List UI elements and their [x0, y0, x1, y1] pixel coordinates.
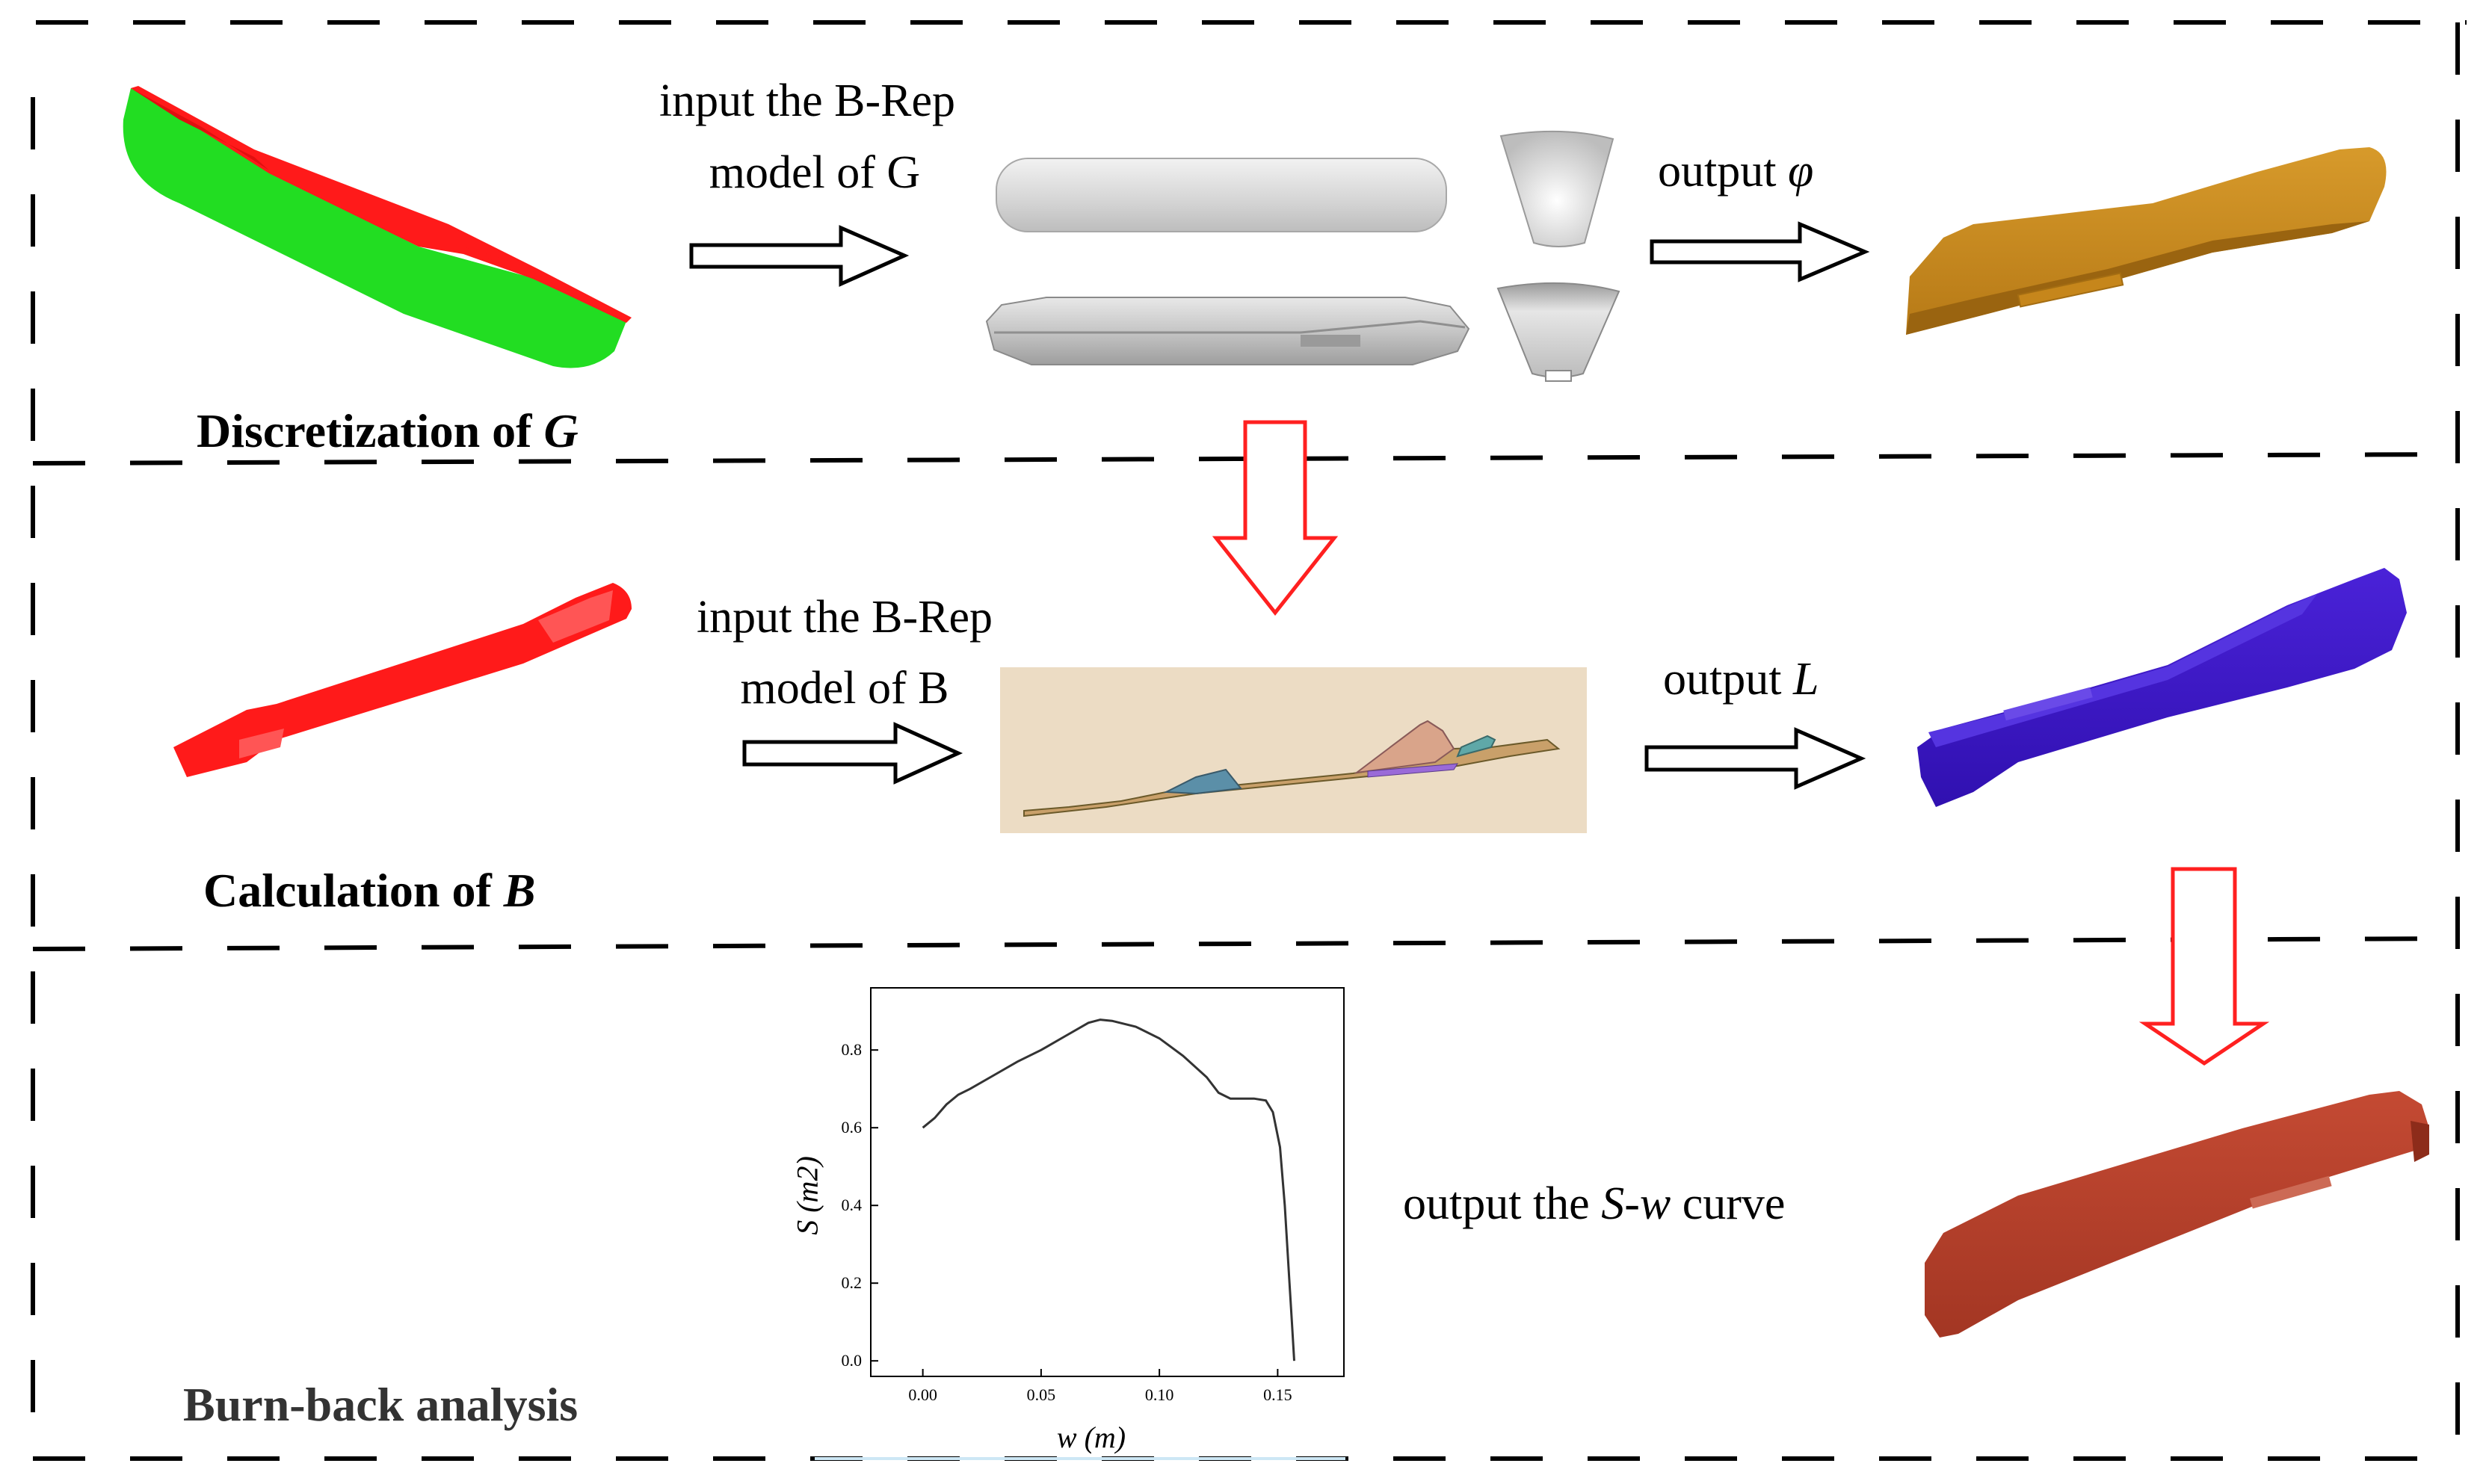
sector-top — [1499, 130, 1614, 247]
label-output-phi: output φ — [1658, 148, 1813, 194]
gray-models-g — [985, 130, 1620, 382]
label-output-sw: output the S-w curve — [1403, 1181, 1785, 1227]
chart-frame — [870, 987, 1345, 1377]
mesh-strip-purple — [1367, 763, 1458, 778]
output-phi-var: φ — [1787, 146, 1814, 197]
grain-s-end — [2411, 1121, 2429, 1162]
title-calculation-prefix: Calculation of — [203, 864, 504, 917]
label-input-g-line2: model of G — [709, 147, 921, 198]
grain-b-highlight — [538, 590, 613, 643]
grain-phi-model — [1906, 147, 2387, 335]
sector-bottom-notch — [1545, 370, 1572, 382]
y-tick-label: 0.2 — [841, 1273, 863, 1293]
output-sw-dash: - — [1624, 1178, 1640, 1229]
x-tick-label: 0.10 — [1144, 1385, 1174, 1404]
output-phi-prefix: output — [1658, 146, 1788, 197]
gray-bottom-model — [985, 297, 1470, 365]
gray-top-model — [996, 158, 1447, 232]
title-discretization-prefix: Discretization of — [197, 404, 544, 457]
mesh-strip-blue — [1163, 768, 1242, 795]
section-title-discretization: Discretization of G — [197, 407, 579, 455]
mesh-peak — [1354, 720, 1455, 774]
y-tick-label: 0.4 — [841, 1196, 863, 1215]
output-sw-suffix: curve — [1671, 1178, 1786, 1229]
grain-b-model — [173, 583, 632, 777]
grain-g-red-band — [131, 88, 269, 170]
grain-g-green-body — [123, 88, 626, 368]
title-calculation-var: B — [503, 864, 536, 917]
grain-b-body — [173, 583, 632, 777]
chart-ylabel: S (m2) — [790, 1156, 824, 1235]
grain-g-model — [123, 86, 632, 368]
label-output-l: output L — [1663, 656, 1819, 702]
output-sw-w: w — [1639, 1178, 1671, 1229]
grain-phi-slot — [2017, 272, 2124, 308]
divider-2 — [32, 936, 2460, 951]
y-tick-label: 0.8 — [841, 1040, 863, 1060]
chart-xlabel: w (m) — [1056, 1420, 1126, 1454]
label-input-b-line2: model of B — [740, 663, 949, 714]
sector-bottom — [1496, 282, 1620, 378]
mesh-strip-teal — [1456, 735, 1496, 758]
red-arrow-2 — [2138, 867, 2270, 1066]
section-title-calculation: Calculation of B — [203, 867, 535, 915]
grain-s-model — [1925, 1091, 2429, 1338]
sw-chart — [815, 987, 1345, 1460]
arrow-input-g — [689, 225, 910, 287]
output-sw-s: S — [1601, 1178, 1625, 1229]
arrow-output-phi — [1650, 221, 1870, 282]
y-tick-label: 0.0 — [841, 1351, 863, 1370]
output-sw-prefix: output the — [1403, 1178, 1602, 1229]
y-tick-label: 0.6 — [841, 1118, 863, 1137]
chart-ticks — [871, 1049, 1279, 1376]
grain-s-slot — [2250, 1175, 2332, 1209]
grain-phi-shadow — [1906, 221, 2369, 335]
x-tick-label: 0.00 — [908, 1385, 937, 1404]
label-input-b-line1: input the B-Rep — [696, 592, 993, 643]
output-l-prefix: output — [1663, 654, 1793, 705]
section-title-burnback: Burn-back analysis — [183, 1378, 579, 1431]
arrow-output-l — [1644, 727, 1866, 790]
grain-b-highlight-2 — [239, 729, 284, 758]
grain-l-model — [1917, 568, 2407, 807]
chart-series-line — [922, 1018, 1295, 1361]
gray-bottom-slot — [1301, 335, 1360, 347]
x-tick-label: 0.15 — [1263, 1385, 1292, 1404]
title-discretization-var: G — [543, 404, 579, 457]
x-tick-label: 0.05 — [1026, 1385, 1056, 1404]
gray-bottom-detail — [994, 320, 1466, 334]
mesh-panel — [1000, 667, 1587, 833]
grain-l-slot — [2003, 687, 2093, 721]
grain-l-body — [1917, 568, 2407, 807]
arrow-input-b — [742, 722, 963, 785]
label-input-g-line1: input the B-Rep — [659, 75, 956, 126]
output-l-var: L — [1792, 654, 1819, 705]
red-arrow-1 — [1212, 420, 1339, 616]
grain-s-body — [1925, 1091, 2429, 1338]
